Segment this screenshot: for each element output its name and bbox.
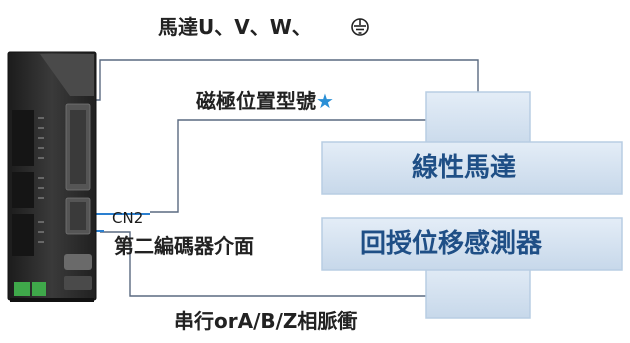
magnetic-pole-label: 磁極位置型號★ <box>196 91 334 111</box>
cn2-label: CN2 <box>112 209 144 227</box>
star-icon: ★ <box>316 89 334 113</box>
magnetic-pole-cable <box>150 119 426 213</box>
second-encoder-label: 第二編碼器介面 <box>114 234 254 258</box>
linear-motor-label: 線性馬達 <box>412 153 517 183</box>
linear-motor-diagram <box>321 91 623 195</box>
serial-signal-label: 串行orA/B/Z相脈衝 <box>174 309 358 333</box>
linear-motor-box <box>321 141 623 195</box>
ground-symbol-icon <box>351 18 369 36</box>
feedback-sensor-label: 回授位移感測器 <box>360 229 543 259</box>
linear-motor-top-block <box>425 91 531 151</box>
motor-power-label: 馬達U、V、W、 <box>158 15 312 39</box>
feedback-sensor-box <box>321 217 623 271</box>
servo-drive-icon <box>7 51 97 302</box>
magnetic-pole-text: 磁極位置型號 <box>196 89 316 113</box>
feedback-sensor-diagram <box>321 217 623 319</box>
